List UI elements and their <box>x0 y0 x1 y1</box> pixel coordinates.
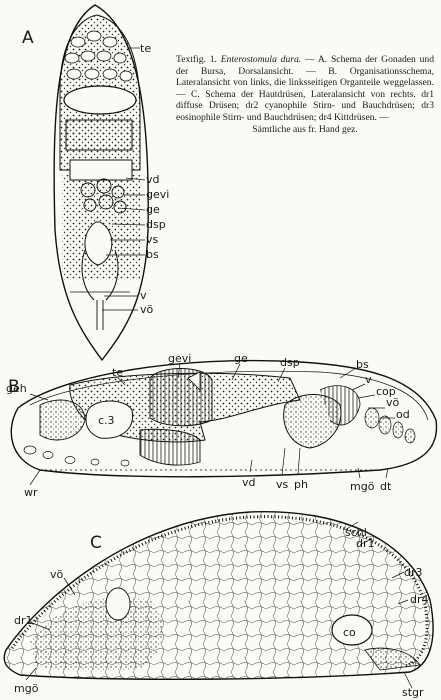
label-vs-b: vs <box>276 478 289 491</box>
label-v-b: v <box>365 373 372 386</box>
label-te-a: te <box>140 42 151 55</box>
label-mgo-c: mgö <box>14 682 39 695</box>
label-ge-b: ge <box>234 352 248 365</box>
caption-body: — A. Schema der Gonaden und der Bursa, D… <box>176 54 434 123</box>
figure-b-letter: B <box>8 377 20 397</box>
label-vo-b: vö <box>386 396 400 409</box>
label-dr1-top-c: dr1 <box>356 537 375 550</box>
label-od-b: od <box>396 408 410 421</box>
label-wr-b: wr <box>24 486 38 499</box>
label-dsp-a: dsp <box>146 218 166 231</box>
caption-species: Enterostomula dura. <box>220 54 302 65</box>
label-bs-a: bs <box>146 248 159 261</box>
label-v-a: v <box>140 289 147 302</box>
body-outline-b <box>10 359 438 478</box>
label-ph-b: ph <box>294 478 308 491</box>
figure-a: A <box>22 4 169 362</box>
figure-c: C schl dr1 vö dr1 d <box>3 510 434 699</box>
label-dr4-c: dr4 <box>410 593 429 606</box>
label-vo-c: vö <box>50 568 64 581</box>
label-bs-b: bs <box>356 358 369 371</box>
label-stgr-c: stgr <box>402 686 424 699</box>
label-vs-a: vs <box>146 233 159 246</box>
label-schl-c: schl <box>345 526 367 539</box>
label-c3-b: c.3 <box>98 414 115 427</box>
label-geh-b: geh <box>6 382 27 395</box>
figure-c-letter: C <box>90 533 102 553</box>
label-te-b: te <box>112 366 123 379</box>
label-ge-a: ge <box>146 203 160 216</box>
label-cop-b: cop <box>376 385 396 398</box>
label-vo-a: vö <box>140 303 154 316</box>
label-dsp-b: dsp <box>280 356 300 369</box>
label-dr1-left-c: dr1 <box>14 614 33 627</box>
label-vd-a: vd <box>146 173 160 186</box>
label-dr3-c: dr3 <box>404 566 423 579</box>
label-gevi-a: gevi <box>146 188 169 201</box>
caption-last-line: Sämtliche aus fr. Hand gez. <box>252 123 358 135</box>
figure-b: B <box>6 352 438 499</box>
label-mgo-b: mgö <box>350 480 375 493</box>
label-co-c: co <box>343 626 356 639</box>
figure-caption: Textfig. 1. Enterostomula dura. — A. Sch… <box>176 54 434 135</box>
label-vd-b: vd <box>242 476 256 489</box>
label-dt-b: dt <box>380 480 392 493</box>
body-outline-a <box>53 4 149 362</box>
figure-a-letter: A <box>22 28 34 48</box>
caption-prefix: Textfig. 1. <box>176 54 217 65</box>
label-gevi-b: gevi <box>168 352 191 365</box>
